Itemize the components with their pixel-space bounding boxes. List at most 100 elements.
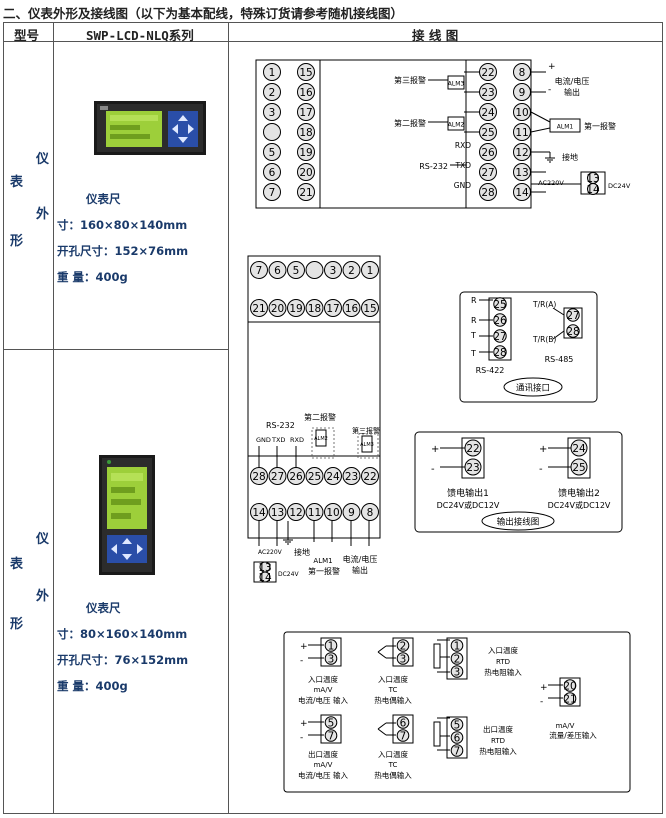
v-term-second-4-label: 17 bbox=[326, 303, 339, 315]
v-term-second-0 bbox=[250, 299, 268, 317]
alm3-box bbox=[447, 75, 465, 90]
alm2-box bbox=[447, 116, 465, 131]
table-header-divider bbox=[4, 41, 662, 42]
comm-tr-b-label: T/R(B) bbox=[532, 335, 556, 344]
in-g1-label-1: 入口温度 bbox=[308, 674, 338, 684]
in-g4-minus: - bbox=[540, 697, 543, 707]
h-term-left-6-label: 7 bbox=[269, 187, 276, 199]
h-term-outer-2 bbox=[513, 103, 531, 121]
row1-weight: 重 量：400g bbox=[57, 270, 128, 284]
h-term-mid-6-label: 21 bbox=[299, 187, 312, 199]
comm-tr-b-wire bbox=[552, 330, 565, 340]
h-term-inner-5 bbox=[479, 163, 497, 181]
v-term-second-1-label: 20 bbox=[271, 303, 284, 315]
h-term-outer-1 bbox=[513, 83, 531, 101]
in-g5-label-3: 电流/电压 输入 bbox=[298, 770, 348, 780]
v-term-second-3-label: 18 bbox=[308, 303, 321, 315]
v-term-third-2-label: 26 bbox=[289, 471, 303, 483]
row1-side-char-3: 外 bbox=[36, 207, 50, 222]
in-g6-label-3: 热电偶输入 bbox=[374, 770, 412, 780]
header-wiring: 接 线 图 bbox=[412, 28, 459, 43]
in-g3-2-label: 3 bbox=[454, 666, 461, 678]
v-term-third-6 bbox=[361, 467, 379, 485]
row2-side-char-4: 形 bbox=[10, 617, 24, 632]
in-g1-0 bbox=[324, 639, 338, 652]
in-g7-2 bbox=[450, 744, 464, 757]
in-g2-tc-a bbox=[377, 645, 387, 653]
h-term-left-2 bbox=[263, 103, 281, 121]
alm1-wire-b bbox=[530, 127, 551, 133]
output-dc2-label: DC24V或DC12V bbox=[548, 500, 611, 510]
comm-r-minus: R bbox=[471, 316, 477, 325]
output-box bbox=[414, 431, 623, 533]
h-term-mid-4 bbox=[297, 143, 315, 161]
in-g4-1 bbox=[563, 692, 577, 705]
in-g2-tc-b bbox=[377, 651, 387, 659]
h-term-mid-1 bbox=[297, 83, 315, 101]
comm-title-oval bbox=[503, 377, 563, 397]
horizontal-left-block bbox=[255, 59, 321, 209]
in-g2-1-label: 3 bbox=[400, 653, 407, 665]
out-plus-sign: + bbox=[548, 62, 556, 72]
v-term-second-3 bbox=[305, 299, 324, 317]
in-g3-0-label: 1 bbox=[454, 640, 461, 652]
alarm3-label: 第三报警 bbox=[394, 75, 426, 85]
row1-cutout: 开孔尺寸：152×76mm bbox=[57, 244, 189, 258]
table-col-divider-1 bbox=[53, 23, 54, 813]
v-alm1-label: ALM1 bbox=[313, 557, 332, 565]
row1-side-char-2: 表 bbox=[10, 175, 24, 190]
in-g2-label-3: 热电偶输入 bbox=[374, 695, 412, 705]
vertical-top-block bbox=[247, 255, 381, 323]
alm1-text: ALM1 bbox=[557, 124, 574, 131]
row2-side-char-2: 表 bbox=[10, 557, 24, 572]
v-term-third-4-label: 24 bbox=[326, 471, 340, 483]
in-g3-1-label: 2 bbox=[454, 653, 461, 665]
output-title: 输出接线图 bbox=[497, 517, 540, 528]
h-term-left-1-label: 2 bbox=[269, 87, 276, 99]
comm-tr-a-label: T/R(A) bbox=[532, 300, 556, 309]
ground-label: 接地 bbox=[562, 152, 578, 162]
h-term-left-4-label: 5 bbox=[269, 147, 276, 159]
v-dc-term-14-label: 14 bbox=[258, 572, 272, 584]
in-g1-minus: - bbox=[300, 656, 303, 666]
row2-size-line1: 仪表尺 bbox=[86, 601, 121, 615]
v-term-bottom-4 bbox=[324, 503, 342, 521]
in-g5-0 bbox=[324, 716, 338, 729]
v-alarm1-label: 第一报警 bbox=[308, 566, 340, 576]
v-term-bottom-5-label: 9 bbox=[348, 507, 355, 519]
h-term-inner-1-label: 23 bbox=[481, 87, 494, 99]
v-out-label-2: 输出 bbox=[352, 565, 368, 575]
h-term-mid-0 bbox=[297, 63, 315, 81]
h-term-outer-6 bbox=[513, 183, 531, 201]
v-term-top-5-label: 2 bbox=[348, 265, 355, 277]
h-term-left-5 bbox=[263, 163, 281, 181]
v-term-third-4 bbox=[324, 467, 342, 485]
v-txd-label: TXD bbox=[271, 436, 285, 444]
v-term-bottom-6-label: 8 bbox=[367, 507, 374, 519]
header-series: SWP-LCD-NLQ系列 bbox=[86, 28, 194, 43]
in-g1-1-label: 3 bbox=[328, 653, 335, 665]
h-term-outer-1-label: 9 bbox=[519, 87, 526, 99]
h-term-inner-6 bbox=[479, 183, 497, 201]
in-g7-1-label: 6 bbox=[454, 732, 461, 744]
out-term-25-label: 25 bbox=[572, 462, 585, 474]
v-term-third-5-label: 23 bbox=[345, 471, 358, 483]
h-term-outer-3 bbox=[513, 123, 531, 141]
v-term-third-1-label: 27 bbox=[271, 471, 284, 483]
row2-side-char-3: 外 bbox=[36, 589, 50, 604]
alarm1-label: 第一报警 bbox=[584, 121, 616, 131]
h-term-mid-5-label: 20 bbox=[299, 167, 312, 179]
row2-cutout: 开孔尺寸：76×152mm bbox=[57, 653, 189, 667]
v-term-second-0-label: 21 bbox=[252, 303, 265, 315]
h-term-inner-6-label: 28 bbox=[481, 187, 494, 199]
h-term-inner-3-label: 25 bbox=[481, 127, 494, 139]
instrument-photo-horizontal bbox=[94, 101, 206, 159]
in-g4-0 bbox=[563, 679, 577, 692]
h-term-mid-1-label: 16 bbox=[299, 87, 313, 99]
h-term-outer-4 bbox=[513, 143, 531, 161]
in-g7-1 bbox=[450, 731, 464, 744]
v-alm2-box bbox=[315, 429, 327, 447]
h-term-inner-5-label: 27 bbox=[481, 167, 494, 179]
